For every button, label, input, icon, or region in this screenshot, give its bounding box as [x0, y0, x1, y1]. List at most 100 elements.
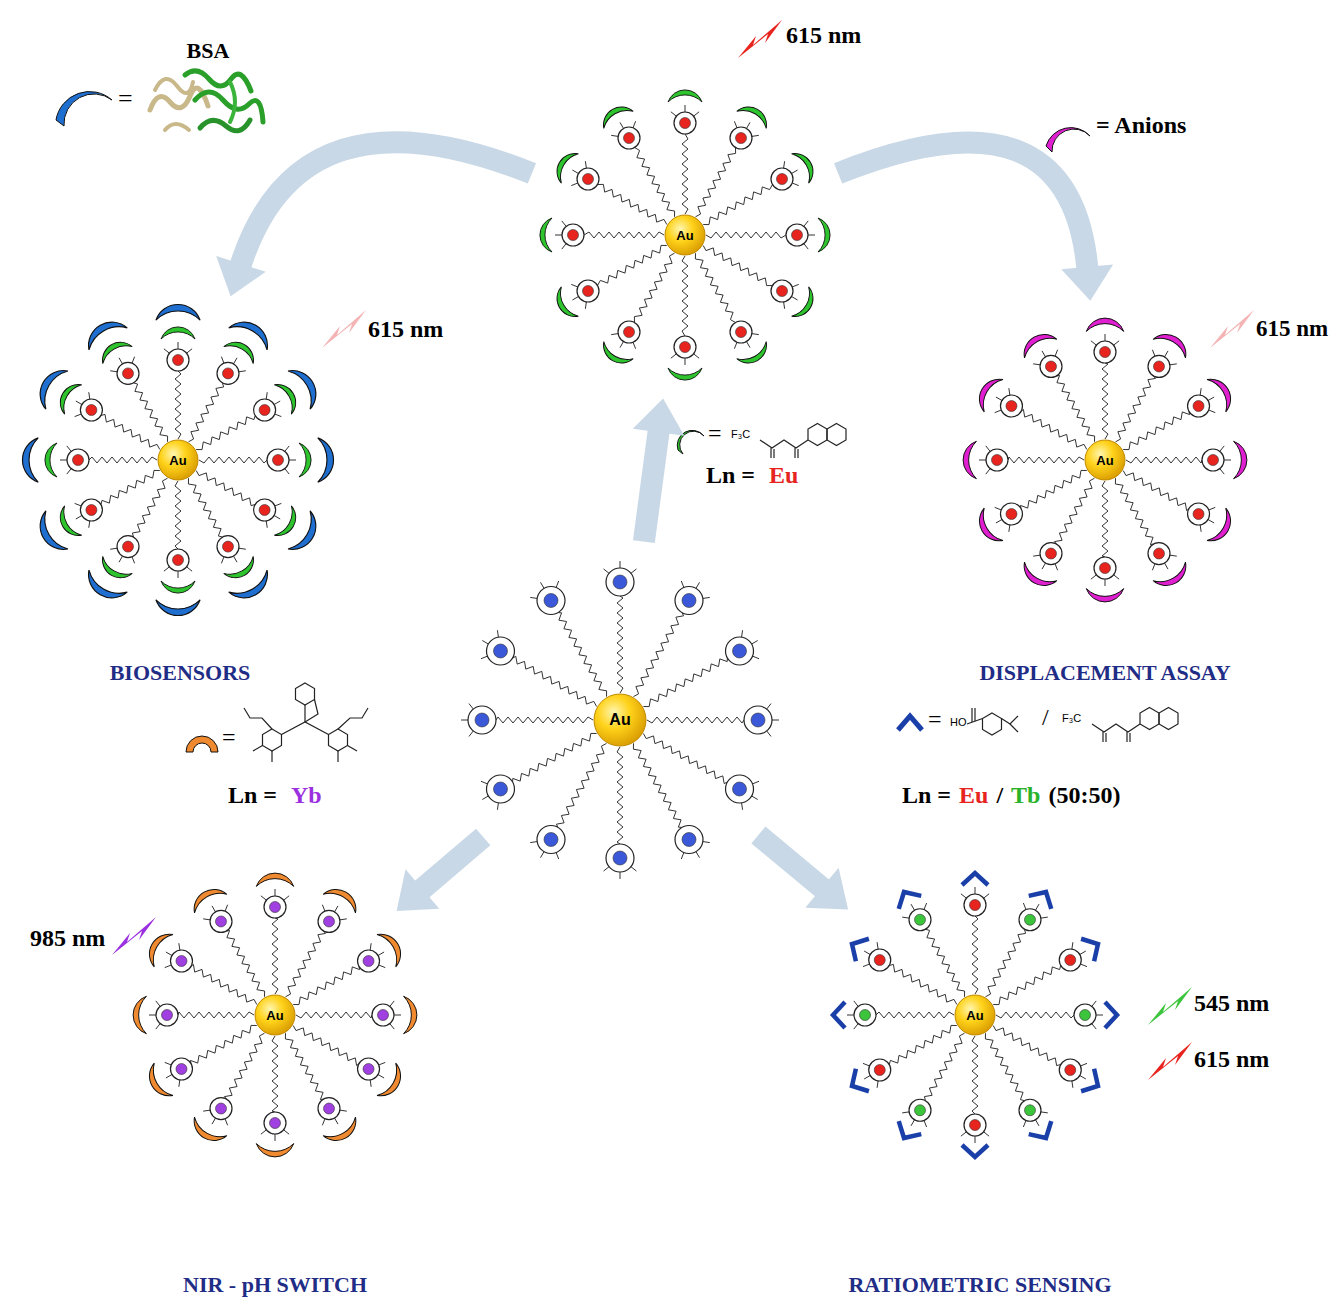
illustration-part	[846, 1069, 869, 1098]
illustration-part	[229, 314, 275, 350]
illustration-part	[486, 775, 514, 803]
illustration-part	[143, 928, 173, 967]
illustration-part	[633, 399, 685, 436]
illustration-part	[1096, 1015, 1103, 1016]
illustration-part	[1065, 955, 1076, 966]
text-label: =	[222, 724, 236, 752]
illustration-part	[187, 567, 192, 571]
illustration-part	[1074, 1004, 1096, 1026]
illustration-part	[1209, 410, 1216, 413]
illustration-part	[562, 221, 566, 226]
illustration-part	[972, 916, 978, 994]
illustration-part	[985, 1033, 1024, 1101]
illustration-part	[752, 135, 759, 136]
illustration-part	[671, 354, 676, 358]
text-label: NIR - pH SWITCH	[183, 1272, 367, 1297]
illustration-part	[1057, 375, 1095, 441]
illustration-part	[972, 1036, 978, 1114]
illustration-part	[963, 441, 976, 478]
illustration-part	[1080, 951, 1086, 955]
illustration-part	[643, 658, 727, 707]
illustration-part	[571, 183, 578, 186]
illustration-part	[170, 950, 192, 972]
illustration-part	[270, 1118, 281, 1129]
illustration-part	[742, 803, 743, 810]
illustration-part	[902, 1112, 909, 1113]
illustration-part	[81, 570, 127, 606]
illustration-part	[134, 383, 168, 442]
illustration-part	[964, 1114, 986, 1136]
illustration-part	[256, 1144, 293, 1157]
illustration-part	[89, 392, 90, 399]
illustration-part	[324, 916, 335, 927]
illustration-part	[390, 1001, 394, 1006]
illustration-part	[730, 127, 752, 149]
illustration-part	[1033, 364, 1040, 365]
illustration-part	[1170, 555, 1177, 556]
illustration-part	[1123, 412, 1189, 450]
illustration-part	[804, 221, 808, 226]
illustration-part	[239, 371, 246, 372]
illustration-part	[1094, 557, 1116, 579]
illustration-part	[733, 644, 747, 658]
illustration-part	[733, 782, 747, 796]
illustration-part	[162, 1010, 173, 1021]
illustration-part	[572, 297, 578, 301]
illustration-part	[854, 1001, 858, 1006]
dmaba-structure	[967, 708, 1018, 735]
illustration-part	[682, 134, 688, 214]
illustration-part	[752, 796, 758, 800]
illustration-part	[758, 835, 823, 889]
illustration-part	[1021, 409, 1087, 449]
illustration-part	[318, 910, 340, 932]
illustration-part	[86, 405, 97, 416]
illustration-part	[1208, 455, 1219, 466]
illustration-part	[975, 887, 976, 894]
illustration-part	[1152, 350, 1155, 357]
illustration-part	[984, 1132, 989, 1136]
illustration-part	[633, 743, 682, 827]
illustration-part	[551, 148, 578, 183]
illustration-part	[176, 1064, 187, 1075]
illustration-part	[804, 244, 808, 249]
illustration-part	[635, 148, 675, 217]
illustration-part	[613, 851, 627, 865]
illustration-part	[358, 1058, 380, 1080]
illustration-part	[212, 906, 216, 912]
illustration-part	[372, 1004, 394, 1026]
illustration-part	[379, 1062, 386, 1065]
illustration-part	[239, 548, 246, 549]
illustration-part	[164, 349, 169, 353]
illustration-part	[132, 557, 135, 564]
illustration-part	[682, 593, 696, 607]
illustration-part	[544, 833, 558, 847]
illustration-part	[421, 837, 483, 890]
illustration-part	[889, 964, 957, 1004]
illustration-part	[240, 142, 532, 266]
illustration-part	[293, 1026, 359, 1066]
illustration-part	[273, 455, 284, 466]
illustration-part	[681, 581, 684, 588]
text-label: Ln =	[228, 782, 277, 810]
illustration-part	[189, 383, 224, 442]
illustration-part	[123, 541, 134, 552]
illustration-part	[288, 511, 324, 557]
illustration-part	[876, 1012, 954, 1018]
illustration-part	[751, 713, 765, 727]
illustration-part	[818, 218, 830, 252]
illustration-part	[680, 118, 691, 129]
illustration-part	[530, 597, 537, 598]
illustration-part	[101, 414, 160, 449]
illustration-part	[555, 235, 562, 236]
illustration-part	[324, 1103, 335, 1114]
illustration-part	[618, 321, 640, 343]
illustration-part	[370, 943, 371, 950]
illustration-part	[703, 597, 710, 598]
illustration-part	[993, 1026, 1060, 1066]
illustration-part	[370, 1080, 371, 1087]
illustration-part	[1086, 589, 1123, 602]
illustration-part	[541, 852, 545, 858]
illustration-part	[924, 903, 927, 910]
illustration-part	[340, 919, 347, 920]
illustration-part	[537, 826, 565, 854]
